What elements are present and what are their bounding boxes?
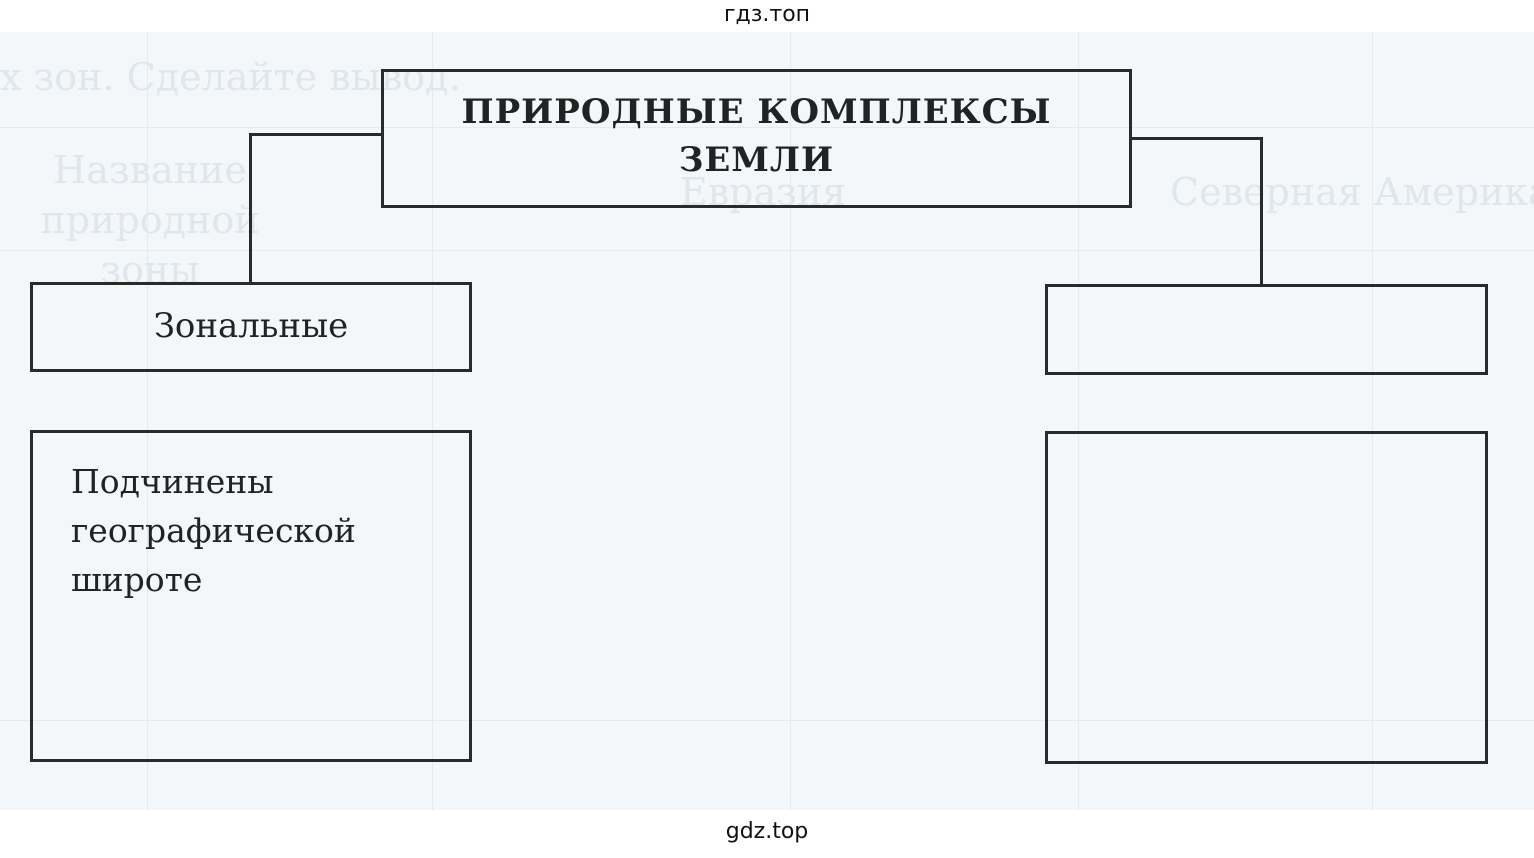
connector — [1129, 137, 1263, 140]
grid-line — [432, 32, 433, 810]
right-category-node — [1045, 284, 1488, 375]
grid-line — [0, 127, 1534, 128]
scanned-page — [0, 32, 1534, 810]
grid-line — [1372, 32, 1373, 810]
right-description-node — [1045, 431, 1488, 764]
left-category-node: Зональные — [30, 282, 472, 372]
watermark-bottom: gdz.top — [725, 819, 809, 844]
show-through-text: Северная Америка — [1170, 170, 1534, 214]
show-through-text: Название природной зоны — [40, 148, 260, 292]
connector — [249, 133, 383, 136]
connector — [249, 133, 252, 283]
watermark-top: гдз.топ — [723, 2, 811, 27]
grid-line — [0, 720, 1534, 721]
grid-line — [790, 32, 791, 810]
root-node: ПРИРОДНЫЕ КОМПЛЕКСЫ ЗЕМЛИ — [381, 69, 1132, 208]
left-description-node: Подчинены географической широте — [30, 430, 472, 762]
connector — [1260, 137, 1263, 286]
grid-line — [1078, 32, 1079, 810]
grid-line — [0, 250, 1534, 251]
grid-line — [147, 32, 148, 810]
